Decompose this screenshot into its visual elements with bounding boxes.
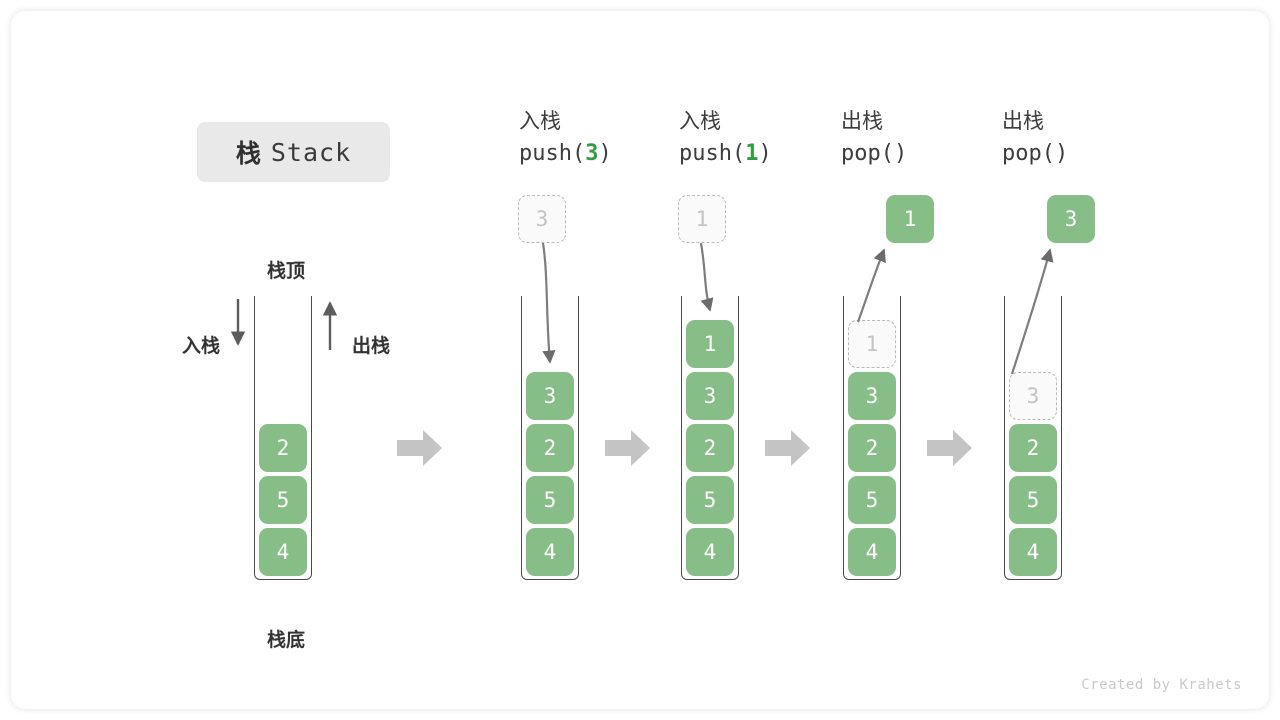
op-header-push-3: 入栈 push(3) <box>519 107 669 171</box>
push-direction-label: 入栈 <box>182 336 221 357</box>
stack-container-push-3 <box>521 296 579 580</box>
stack-cell-pop-1-3: 3 <box>848 372 896 420</box>
title-cn: 栈 <box>235 140 262 168</box>
stack-cell-pop-1-5: 5 <box>848 476 896 524</box>
flow-arrow-3 <box>765 428 811 468</box>
title-en: Stack <box>270 137 352 167</box>
floating-value-push-3: 3 <box>518 195 566 243</box>
op-label-cn-push-3: 入栈 <box>519 110 561 133</box>
stack-cell-push-3-2: 2 <box>526 424 574 472</box>
stack-container-pop-1 <box>843 296 901 580</box>
stack-cell-pop-3-3: 3 <box>1009 372 1057 420</box>
floating-value-pop-1: 1 <box>886 195 934 243</box>
stack-cell-pop-1-2: 2 <box>848 424 896 472</box>
stack-bottom-label: 栈底 <box>267 630 306 651</box>
floating-value-push-1: 1 <box>678 195 726 243</box>
op-label-cn-pop-1: 出栈 <box>841 110 883 133</box>
floating-value-pop-3: 3 <box>1047 195 1095 243</box>
stack-cell-initial-5: 5 <box>259 476 307 524</box>
stack-cell-initial-4: 4 <box>259 528 307 576</box>
stack-cell-push-1-1: 1 <box>686 320 734 368</box>
op-label-cn-pop-3: 出栈 <box>1002 110 1044 133</box>
stack-cell-pop-1-1: 1 <box>848 320 896 368</box>
stack-container-push-1 <box>681 296 739 580</box>
flow-arrow-2 <box>605 428 651 468</box>
stack-top-label: 栈顶 <box>267 261 306 282</box>
stack-cell-pop-1-4: 4 <box>848 528 896 576</box>
op-label-code-pop-3: pop() <box>1002 141 1069 166</box>
stack-cell-push-3-3: 3 <box>526 372 574 420</box>
stack-cell-push-1-2: 2 <box>686 424 734 472</box>
stack-cell-pop-3-2: 2 <box>1009 424 1057 472</box>
stack-container-pop-3 <box>1004 296 1062 580</box>
stack-cell-pop-3-5: 5 <box>1009 476 1057 524</box>
pop-direction-label: 出栈 <box>352 336 391 357</box>
op-label-cn-push-1: 入栈 <box>679 110 721 133</box>
stack-cell-push-3-4: 4 <box>526 528 574 576</box>
diagram-title-chip: 栈 Stack <box>197 122 390 182</box>
diagram-frame: 栈 Stack 栈顶 栈底 入栈 出栈 <box>11 11 1269 709</box>
op-label-code-push-3: push(3) <box>519 141 612 166</box>
op-label-code-pop-1: pop() <box>841 141 908 166</box>
stack-container-initial <box>254 296 312 580</box>
op-header-push-1: 入栈 push(1) <box>679 107 829 171</box>
op-label-code-push-1: push(1) <box>679 141 772 166</box>
flow-arrow-4 <box>927 428 973 468</box>
op-header-pop-3: 出栈 pop() <box>1002 107 1152 171</box>
watermark: Created by Krahets <box>1081 677 1242 693</box>
flow-arrow-1 <box>397 428 443 468</box>
op-header-pop-1: 出栈 pop() <box>841 107 991 171</box>
stack-cell-pop-3-4: 4 <box>1009 528 1057 576</box>
stack-cell-initial-2: 2 <box>259 424 307 472</box>
stack-cell-push-1-4: 4 <box>686 528 734 576</box>
stack-cell-push-3-5: 5 <box>526 476 574 524</box>
stack-cell-push-1-3: 3 <box>686 372 734 420</box>
stack-cell-push-1-5: 5 <box>686 476 734 524</box>
